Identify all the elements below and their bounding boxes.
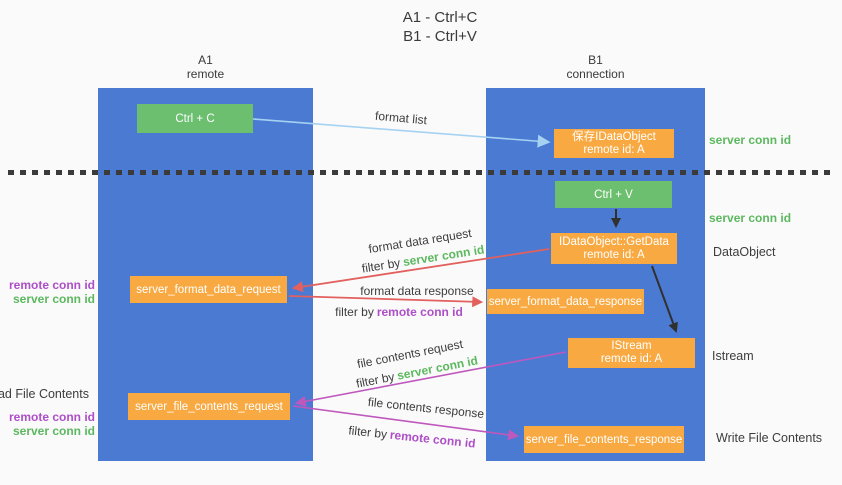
arrow-file-contents-response bbox=[292, 405, 520, 441]
node-server-file-contents-response-label: server_file_contents_response bbox=[525, 433, 683, 446]
machine-boundary-dashed-line bbox=[8, 170, 834, 175]
diagram-title: A1 - Ctrl+C B1 - Ctrl+V bbox=[352, 8, 528, 46]
node-istream-line1: IStream bbox=[611, 340, 652, 352]
node-istream: IStream remote id: A bbox=[568, 338, 695, 368]
lifeline-b1-name: B1 bbox=[588, 53, 603, 67]
arrow-file-contents-request bbox=[294, 351, 567, 407]
label-write-file-contents: Write File Contents bbox=[716, 431, 823, 445]
arrow-format-data-response bbox=[288, 295, 484, 308]
label-conn-ids-left-top: remote conn id server conn id bbox=[9, 278, 95, 306]
label-istream: Istream bbox=[712, 349, 754, 363]
arrow-getdata-to-istream bbox=[651, 265, 678, 333]
node-save-idataobject-line2: remote id: A bbox=[583, 143, 645, 156]
label-remote-conn-id-left-1: remote conn id bbox=[8, 278, 95, 292]
node-server-file-contents-response: server_file_contents_response bbox=[524, 426, 684, 453]
node-ctrl-c-label: Ctrl + C bbox=[175, 112, 215, 125]
node-idataobject-getdata-line1: IDataObject::GetData bbox=[559, 235, 669, 248]
arrow-format-list bbox=[252, 118, 551, 148]
node-server-format-data-response-label: server_format_data_response bbox=[488, 295, 643, 308]
arrow-format-data-request bbox=[291, 248, 550, 293]
node-server-file-contents-request: server_file_contents_request bbox=[128, 393, 290, 420]
node-save-idataobject-line1: 保存IDataObject bbox=[572, 130, 656, 143]
lifeline-a1-name: A1 bbox=[198, 53, 213, 67]
node-server-format-data-request-label: server_format_data_request bbox=[136, 283, 281, 296]
title-line-1: A1 - Ctrl+C bbox=[402, 9, 478, 26]
label-server-conn-id-mid-right: server conn id bbox=[709, 211, 792, 225]
label-server-conn-id-left-2: server conn id bbox=[12, 424, 95, 438]
node-idataobject-getdata-line2: remote id: A bbox=[583, 248, 645, 261]
node-idataobject-getdata: IDataObject::GetData remote id: A bbox=[551, 233, 677, 264]
lifeline-a1-role: remote bbox=[186, 67, 225, 81]
label-server-conn-id-top-right: server conn id bbox=[709, 133, 792, 147]
label-dataobject: DataObject bbox=[713, 245, 776, 259]
label-read-file-contents: Read File Contents bbox=[0, 387, 89, 401]
node-server-file-contents-request-label: server_file_contents_request bbox=[135, 400, 283, 413]
label-server-conn-id-left-1: server conn id bbox=[12, 292, 95, 306]
lifeline-b1-role: connection bbox=[566, 67, 625, 81]
node-ctrl-v-label: Ctrl + V bbox=[594, 188, 633, 201]
node-server-format-data-response: server_format_data_response bbox=[487, 289, 644, 314]
lifeline-a1-header: A1 remote bbox=[98, 53, 313, 81]
node-ctrl-c: Ctrl + C bbox=[137, 104, 253, 133]
node-istream-line2: remote id: A bbox=[600, 353, 663, 365]
remote-conn-id-text: remote conn id bbox=[376, 305, 463, 319]
node-ctrl-v: Ctrl + V bbox=[555, 181, 672, 208]
label-conn-ids-left-bottom: remote conn id server conn id bbox=[9, 410, 95, 438]
lifeline-b1-header: B1 connection bbox=[486, 53, 705, 81]
node-save-idataobject: 保存IDataObject remote id: A bbox=[554, 129, 674, 158]
filter-by-text: filter by bbox=[335, 305, 374, 319]
label-format-data-response: format data response bbox=[360, 284, 474, 298]
node-server-format-data-request: server_format_data_request bbox=[130, 276, 287, 303]
title-line-2: B1 - Ctrl+V bbox=[403, 28, 477, 45]
label-remote-conn-id-left-2: remote conn id bbox=[8, 410, 95, 424]
